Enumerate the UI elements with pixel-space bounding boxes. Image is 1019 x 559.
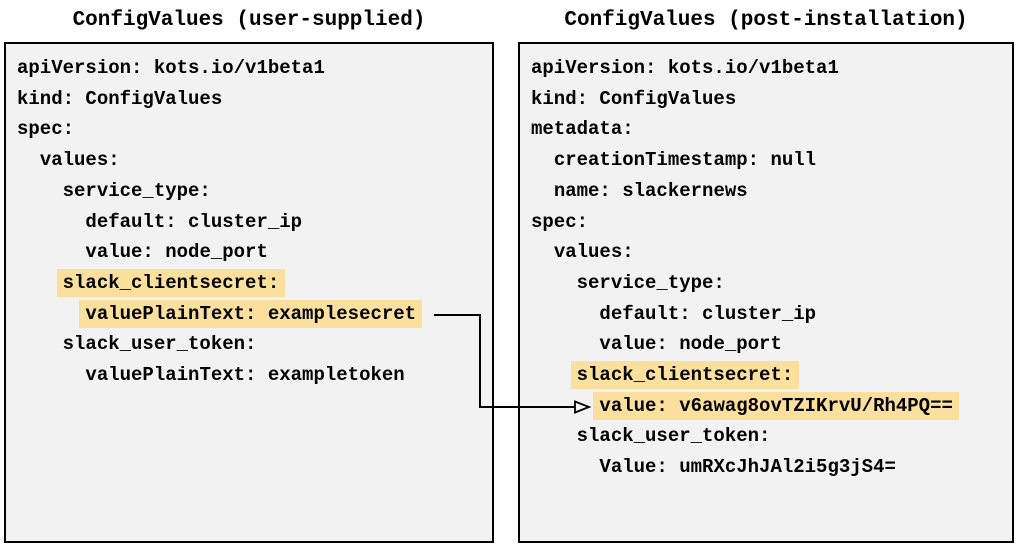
yaml-line: slack_user_token: <box>17 329 492 360</box>
yaml-indent <box>531 180 554 202</box>
yaml-line: value: v6awag8ovTZIKrvU/Rh4PQ== <box>531 391 1012 422</box>
yaml-text: spec: <box>17 118 75 141</box>
yaml-text: valuePlainText: exampletoken <box>85 364 405 387</box>
yaml-text: metadata: <box>531 118 634 141</box>
yaml-indent <box>17 241 85 263</box>
yaml-text: value: node_port <box>599 333 782 356</box>
yaml-line: creationTimestamp: null <box>531 145 1012 176</box>
yaml-indent <box>531 272 577 294</box>
yaml-text: kind: ConfigValues <box>17 87 223 110</box>
yaml-text: service_type: <box>62 179 211 202</box>
yaml-line: valuePlainText: exampletoken <box>17 360 492 391</box>
yaml-indent <box>531 364 577 386</box>
yaml-line: valuePlainText: examplesecret <box>17 299 492 330</box>
yaml-indent <box>531 303 599 325</box>
yaml-line: slack_clientsecret: <box>531 360 1012 391</box>
yaml-line: slack_clientsecret: <box>17 268 492 299</box>
yaml-indent <box>17 333 63 355</box>
yaml-text: values: <box>553 241 634 264</box>
yaml-text: Value: umRXcJhJAl2i5g3jS4= <box>599 456 896 479</box>
yaml-text: slack_user_token: <box>576 425 771 448</box>
yaml-text: value: node_port <box>85 241 268 264</box>
highlighted-yaml-text: value: v6awag8ovTZIKrvU/Rh4PQ== <box>593 391 959 420</box>
yaml-text: default: cluster_ip <box>85 210 303 233</box>
yaml-line: value: node_port <box>531 329 1012 360</box>
yaml-text: values: <box>39 149 120 172</box>
highlighted-yaml-text: slack_clientsecret: <box>56 268 286 297</box>
left-panel-title: ConfigValues (user-supplied) <box>72 9 426 32</box>
yaml-indent <box>531 395 599 417</box>
yaml-text: apiVersion: kots.io/v1beta1 <box>17 57 325 79</box>
yaml-indent <box>17 272 63 294</box>
yaml-line: slack_user_token: <box>531 421 1012 452</box>
yaml-line: metadata: <box>531 114 1012 145</box>
highlighted-yaml-text: valuePlainText: examplesecret <box>79 299 423 328</box>
yaml-line: value: node_port <box>17 237 492 268</box>
yaml-text: spec: <box>531 210 589 233</box>
highlighted-yaml-text: slack_clientsecret: <box>570 361 800 390</box>
yaml-line: service_type: <box>17 176 492 207</box>
yaml-line: spec: <box>17 114 492 145</box>
yaml-indent <box>531 456 599 478</box>
yaml-indent <box>17 364 85 386</box>
yaml-text: apiVersion: kots.io/v1beta1 <box>531 57 839 79</box>
yaml-line: default: cluster_ip <box>531 299 1012 330</box>
yaml-indent <box>17 303 85 325</box>
yaml-line: apiVersion: kots.io/v1beta1 <box>17 53 492 84</box>
yaml-line: service_type: <box>531 268 1012 299</box>
yaml-line: apiVersion: kots.io/v1beta1 <box>531 53 1012 84</box>
yaml-line: spec: <box>531 207 1012 238</box>
right-panel-title: ConfigValues (post-installation) <box>564 9 968 32</box>
yaml-line: values: <box>531 237 1012 268</box>
yaml-text: slack_user_token: <box>62 333 257 356</box>
yaml-indent <box>17 149 40 171</box>
yaml-indent <box>531 149 554 171</box>
yaml-text: service_type: <box>576 271 725 294</box>
yaml-line: name: slackernews <box>531 176 1012 207</box>
yaml-code-block-post-installation: apiVersion: kots.io/v1beta1 kind: ConfigV… <box>520 44 1012 483</box>
config-panel-post-installation: apiVersion: kots.io/v1beta1 kind: ConfigV… <box>518 42 1014 543</box>
yaml-text: kind: ConfigValues <box>531 87 737 110</box>
yaml-code-block-user-supplied: apiVersion: kots.io/v1beta1 kind: ConfigV… <box>6 44 492 391</box>
config-panel-user-supplied: apiVersion: kots.io/v1beta1 kind: ConfigV… <box>4 42 494 543</box>
yaml-line: kind: ConfigValues <box>17 84 492 115</box>
yaml-line: kind: ConfigValues <box>531 84 1012 115</box>
yaml-indent <box>531 333 599 355</box>
yaml-line: values: <box>17 145 492 176</box>
yaml-indent <box>17 211 85 233</box>
yaml-line: Value: umRXcJhJAl2i5g3jS4= <box>531 452 1012 483</box>
yaml-text: name: slackernews <box>553 179 748 202</box>
yaml-text: default: cluster_ip <box>599 302 817 325</box>
yaml-indent <box>531 241 554 263</box>
yaml-text: creationTimestamp: null <box>553 149 817 172</box>
yaml-indent <box>531 425 577 447</box>
yaml-line: default: cluster_ip <box>17 207 492 238</box>
yaml-indent <box>17 180 63 202</box>
